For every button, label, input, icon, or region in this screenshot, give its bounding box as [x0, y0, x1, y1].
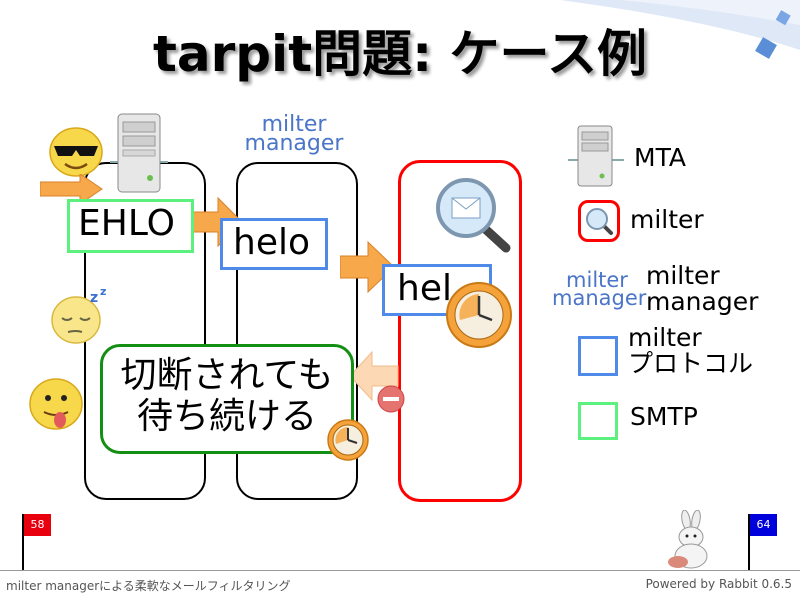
legend-milter-protocol-line2: プロトコル: [628, 349, 754, 379]
legend-smtp-label: SMTP: [630, 402, 698, 431]
callout-clock-icon: [327, 419, 369, 461]
current-page-flag-pole: [22, 514, 24, 570]
milter-manager-logo-line1: milter: [261, 112, 327, 137]
slide-title: tarpit問題: ケース例: [152, 25, 648, 83]
current-page-flag: 58: [24, 514, 51, 536]
footer-divider: [0, 570, 800, 571]
legend-milter-manager-logo: milter manager: [552, 268, 647, 310]
legend-milter-manager-label: milter manager: [646, 261, 759, 317]
total-pages-flag-pole: [748, 514, 750, 570]
legend-milter-manager-logo-line2: manager: [552, 285, 647, 310]
callout-line-1: 切断されても: [120, 355, 334, 396]
tongue-smiley-icon: [29, 378, 83, 430]
cool-smiley-icon: [49, 127, 103, 177]
incoming-arrow-icon: [40, 174, 103, 204]
svg-text:z: z: [90, 290, 98, 306]
legend-smtp-swatch: [578, 402, 618, 440]
helo-message-manager: helo: [220, 218, 328, 270]
callout-box: 切断されても 待ち続ける: [100, 344, 354, 454]
legend-milter-protocol-line1: milter: [628, 323, 702, 352]
legend-milter-manager-line1: milter: [646, 261, 720, 290]
legend-milter-swatch: [578, 200, 620, 242]
ehlo-message: EHLO: [67, 199, 194, 253]
legend-milter-label: milter: [630, 205, 704, 234]
corner-decoration: [560, 0, 800, 59]
legend-mta-icon: [568, 125, 624, 187]
callout-line-2: 待ち続ける: [136, 396, 317, 438]
legend-milter-protocol-label: milter プロトコル: [628, 323, 754, 379]
rabbit-icon: [668, 510, 708, 569]
milter-manager-logo: milter manager: [238, 112, 350, 156]
disconnect-icon: [377, 385, 405, 413]
sleeping-smiley-icon: z z: [51, 286, 106, 344]
clock-icon: [446, 282, 512, 348]
legend-milter-magnifier-icon: [586, 208, 613, 235]
legend-milter-manager-logo-line1: milter: [566, 268, 628, 292]
legend-milter-manager-line2: manager: [646, 287, 759, 317]
svg-text:z: z: [100, 286, 106, 298]
milter-magnifier-icon: [436, 178, 511, 253]
milter-lane: [398, 160, 522, 502]
legend-mta-label: MTA: [634, 143, 687, 172]
milter-manager-logo-line2: manager: [244, 130, 344, 156]
footer-powered-by: Powered by Rabbit 0.6.5: [645, 577, 792, 591]
mta-server-icon: [110, 113, 168, 193]
legend-milter-protocol-swatch: [578, 336, 618, 376]
milter-manager-lane: [236, 162, 358, 500]
total-pages-flag: 64: [750, 514, 777, 536]
helo-to-milter-arrow-icon: [340, 240, 395, 294]
footer-presentation-title: milter managerによる柔軟なメールフィルタリング: [6, 579, 291, 593]
